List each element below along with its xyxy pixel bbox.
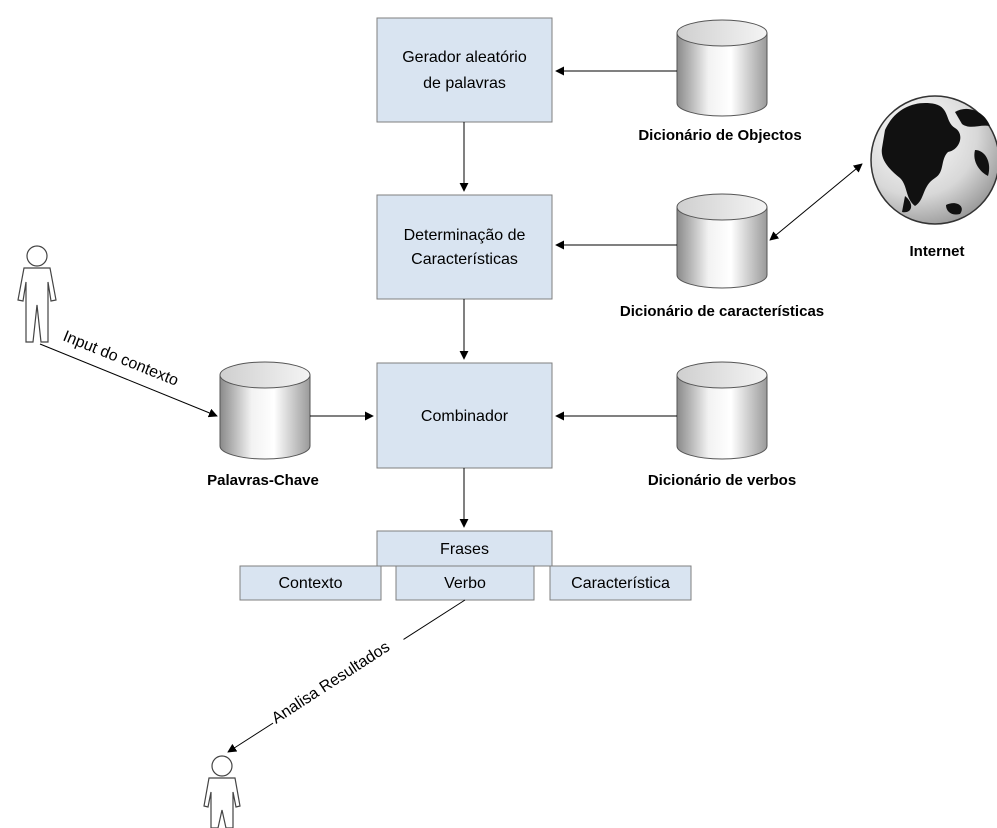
database-objectos-label: Dicionário de Objectos	[638, 127, 801, 144]
combinador-label: Combinador	[421, 408, 509, 425]
edge-label-analisa-resultados: Analisa Resultados	[269, 638, 393, 727]
frases-table: Frases Contexto Verbo Característica	[239, 530, 692, 601]
internet-label: Internet	[909, 243, 964, 260]
edge-label-input-contexto: Input do contexto	[61, 328, 181, 390]
contexto-cell	[239, 565, 382, 601]
database-caracteristicas-label: Dicionário de características	[620, 303, 824, 320]
frases-header-cell	[376, 530, 553, 567]
gerador-box: Gerador aleatório de palavras	[376, 17, 553, 123]
internet-globe-icon	[870, 95, 997, 225]
database-caracteristicas: Dicionário de características	[620, 193, 824, 320]
gerador-label-line1: Gerador aleatório	[402, 49, 527, 66]
gerador-label-line2: de palavras	[423, 75, 506, 92]
database-palavras-chave-label: Palavras-Chave	[207, 472, 319, 489]
determinacao-label-line2: Características	[411, 251, 518, 268]
frases-header: Frases	[440, 541, 489, 558]
database-palavras-chave: Palavras-Chave	[207, 361, 319, 489]
determinacao-label-line1: Determinação de	[404, 227, 526, 244]
edge-input-contexto	[39, 343, 218, 418]
database-verbos-label: Dicionário de verbos	[648, 472, 796, 489]
caracteristica-label: Característica	[571, 575, 670, 592]
user-input-actor-icon	[17, 245, 57, 343]
verbo-label: Verbo	[444, 575, 486, 592]
determinacao-box: Determinação de Características	[376, 194, 553, 300]
database-objectos: Dicionário de Objectos	[638, 19, 802, 144]
caracteristica-cell	[549, 565, 692, 601]
verbo-cell	[395, 565, 535, 601]
combinador-box: Combinador	[376, 362, 553, 469]
contexto-label: Contexto	[278, 575, 342, 592]
database-verbos: Dicionário de verbos	[648, 361, 796, 489]
edge-caracteristicas-internet	[769, 163, 863, 241]
user-output-actor-icon	[203, 755, 241, 828]
